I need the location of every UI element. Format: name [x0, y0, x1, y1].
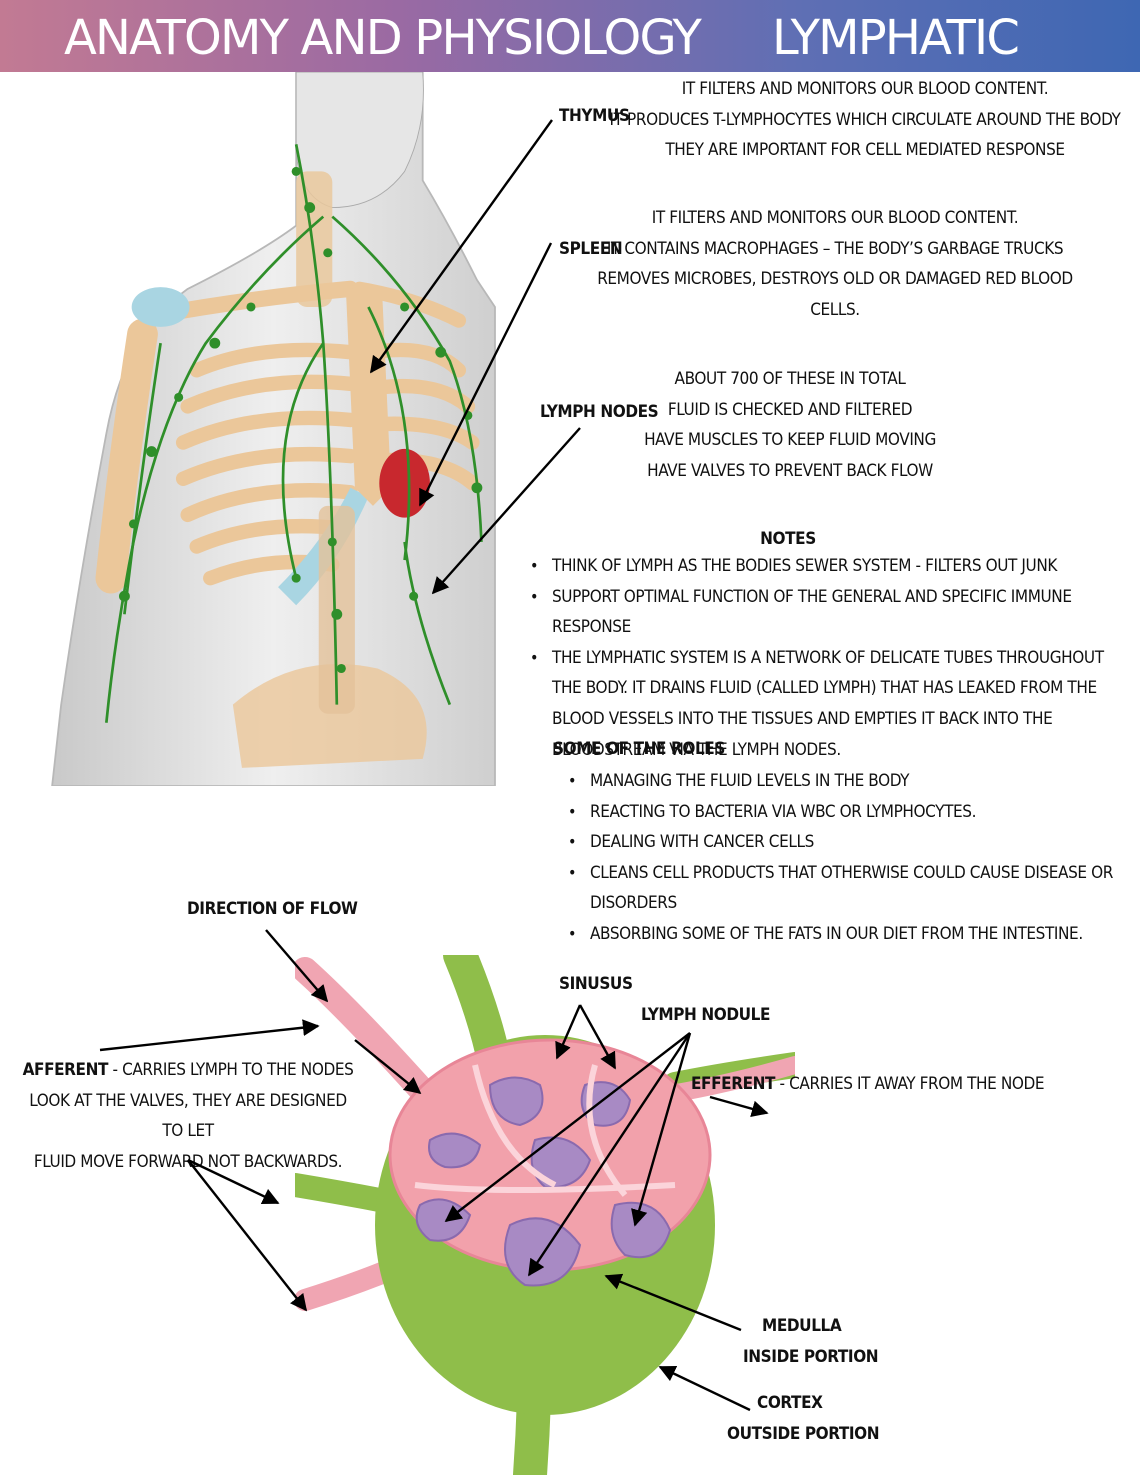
bullet-icon: • [568, 862, 577, 882]
afferent-arrow [99, 1019, 320, 1052]
thymus-arrow [370, 119, 553, 374]
nodule-arrow-a [444, 1032, 691, 1223]
lymph-vessels [105, 144, 483, 723]
notes-item: •SUPPORT OPTIMAL FUNCTION OF THE GENERAL… [530, 582, 1125, 643]
header-banner: ANATOMY AND PHYSIOLOGY LYMPHATIC [0, 0, 1140, 72]
spleen-organ [379, 448, 430, 518]
thymus-description: IT FILTERS AND MONITORS OUR BLOOD CONTEN… [600, 74, 1130, 166]
lymph-nodules [415, 1076, 672, 1287]
valve-arrow-b [187, 1159, 308, 1312]
afferent-line: AFFERENT - CARRIES LYMPH TO THE NODES [18, 1055, 358, 1086]
spleen-description: IT FILTERS AND MONITORS OUR BLOOD CONTEN… [585, 203, 1085, 325]
direction-of-flow-label: DIRECTION OF FLOW [187, 899, 358, 919]
cortex-sub-label: OUTSIDE PORTION [727, 1424, 880, 1444]
afferent-line: LOOK AT THE VALVES, THEY ARE DESIGNED TO… [29, 1090, 347, 1142]
lymph-nodes-description: ABOUT 700 OF THESE IN TOTAL FLUID IS CHE… [640, 364, 940, 486]
cortex-label: CORTEX [757, 1393, 823, 1413]
notes-item: •THINK OF LYMPH AS THE BODIES SEWER SYST… [530, 551, 1125, 582]
sinusus-arrow-a [555, 1004, 582, 1060]
efferent-text: EFFERENT - CARRIES IT AWAY FROM THE NODE [691, 1069, 1045, 1100]
efferent-term: EFFERENT [691, 1074, 776, 1094]
humerus [95, 318, 158, 594]
roles-heading: SOME OF THE ROLES [553, 739, 725, 759]
page-title-right: LYMPHATIC [772, 10, 1020, 66]
notes-heading: NOTES [760, 529, 816, 549]
medulla-sub-label: INSIDE PORTION [743, 1347, 879, 1367]
efferent-description: - CARRIES IT AWAY FROM THE NODE [775, 1074, 1045, 1094]
sinusus-arrow-b [578, 1004, 617, 1070]
thymus-desc-line: THEY ARE IMPORTANT FOR CELL MEDIATED RES… [665, 140, 1065, 161]
page-title-left: ANATOMY AND PHYSIOLOGY [64, 10, 702, 66]
afferent-description: - CARRIES LYMPH TO THE NODES [108, 1060, 354, 1080]
bullet-icon: • [530, 647, 539, 667]
sinus-lines [414, 1064, 676, 1197]
spleen-desc-line: IT FILTERS AND MONITORS OUR BLOOD CONTEN… [651, 208, 1019, 228]
lymph-nodule-label: LYMPH NODULE [641, 1005, 771, 1025]
roles-item: •ABSORBING SOME OF THE FATS IN OUR DIET … [568, 919, 1128, 950]
bullet-icon: • [568, 771, 577, 790]
bullet-icon: • [530, 586, 539, 606]
nodule-arrow-c [631, 1032, 692, 1227]
torso-lymphatic-illustration [51, 72, 496, 786]
spleen-desc-line: IT CONTAINS MACROPHAGES – THE BODY’S GAR… [606, 238, 1064, 259]
efferent-arrow [709, 1095, 769, 1118]
nodule-arrow-b [528, 1032, 691, 1277]
lymph-node-cross-section [295, 955, 795, 1475]
medulla-label: MEDULLA [762, 1316, 842, 1336]
bullet-icon: • [568, 832, 577, 852]
spleen-arrow [418, 242, 553, 507]
roles-item: •REACTING TO BACTERIA VIA WBC OR LYMPHOC… [568, 797, 1128, 828]
roles-item: •MANAGING THE FLUID LEVELS IN THE BODY [568, 766, 1128, 797]
bullet-icon: • [568, 923, 577, 943]
bullet-icon: • [530, 556, 539, 575]
thymus-desc-line: IT FILTERS AND MONITORS OUR BLOOD CONTEN… [681, 79, 1049, 99]
notes-list: •THINK OF LYMPH AS THE BODIES SEWER SYST… [530, 551, 1125, 765]
sternum [345, 288, 392, 506]
spleen-desc-line: REMOVES MICROBES, DESTROYS OLD OR DAMAGE… [597, 269, 1073, 320]
nodes-desc-line: FLUID IS CHECKED AND FILTERED [667, 399, 913, 420]
nodes-desc-line: ABOUT 700 OF THESE IN TOTAL [674, 369, 906, 389]
roles-item: •CLEANS CELL PRODUCTS THAT OTHERWISE COU… [568, 858, 1128, 919]
roles-item: •DEALING WITH CANCER CELLS [568, 827, 1128, 858]
pelvis [232, 663, 427, 768]
lymph-nodes-arrow [431, 427, 581, 595]
nodes-desc-line: HAVE VALVES TO PREVENT BACK FLOW [647, 460, 933, 481]
lymph-node-dots [119, 166, 483, 674]
cortex-arrow [658, 1365, 751, 1412]
flow-arrow [265, 929, 329, 1003]
body-silhouette [51, 72, 496, 786]
bullet-icon: • [568, 801, 577, 821]
medulla-arrow [604, 1273, 742, 1332]
afferent-term: AFFERENT [22, 1060, 109, 1080]
nodes-desc-line: HAVE MUSCLES TO KEEP FLUID MOVING [644, 430, 936, 451]
valve-arrow-a [187, 1158, 280, 1205]
lymph-nodes-label: LYMPH NODES [540, 402, 659, 422]
thymus-label: THYMUS [559, 106, 630, 126]
spleen-label: SPLEEN [559, 239, 623, 259]
notes-item: •THE LYMPHATIC SYSTEM IS A NETWORK OF DE… [530, 643, 1125, 765]
afferent-valve-arrow [354, 1039, 422, 1095]
thymus-desc-line: IT PRODUCES T-LYMPHOCYTES WHICH CIRCULAT… [609, 109, 1121, 130]
sinusus-label: SINUSUS [559, 974, 633, 994]
roles-list: •MANAGING THE FLUID LEVELS IN THE BODY •… [568, 766, 1128, 950]
